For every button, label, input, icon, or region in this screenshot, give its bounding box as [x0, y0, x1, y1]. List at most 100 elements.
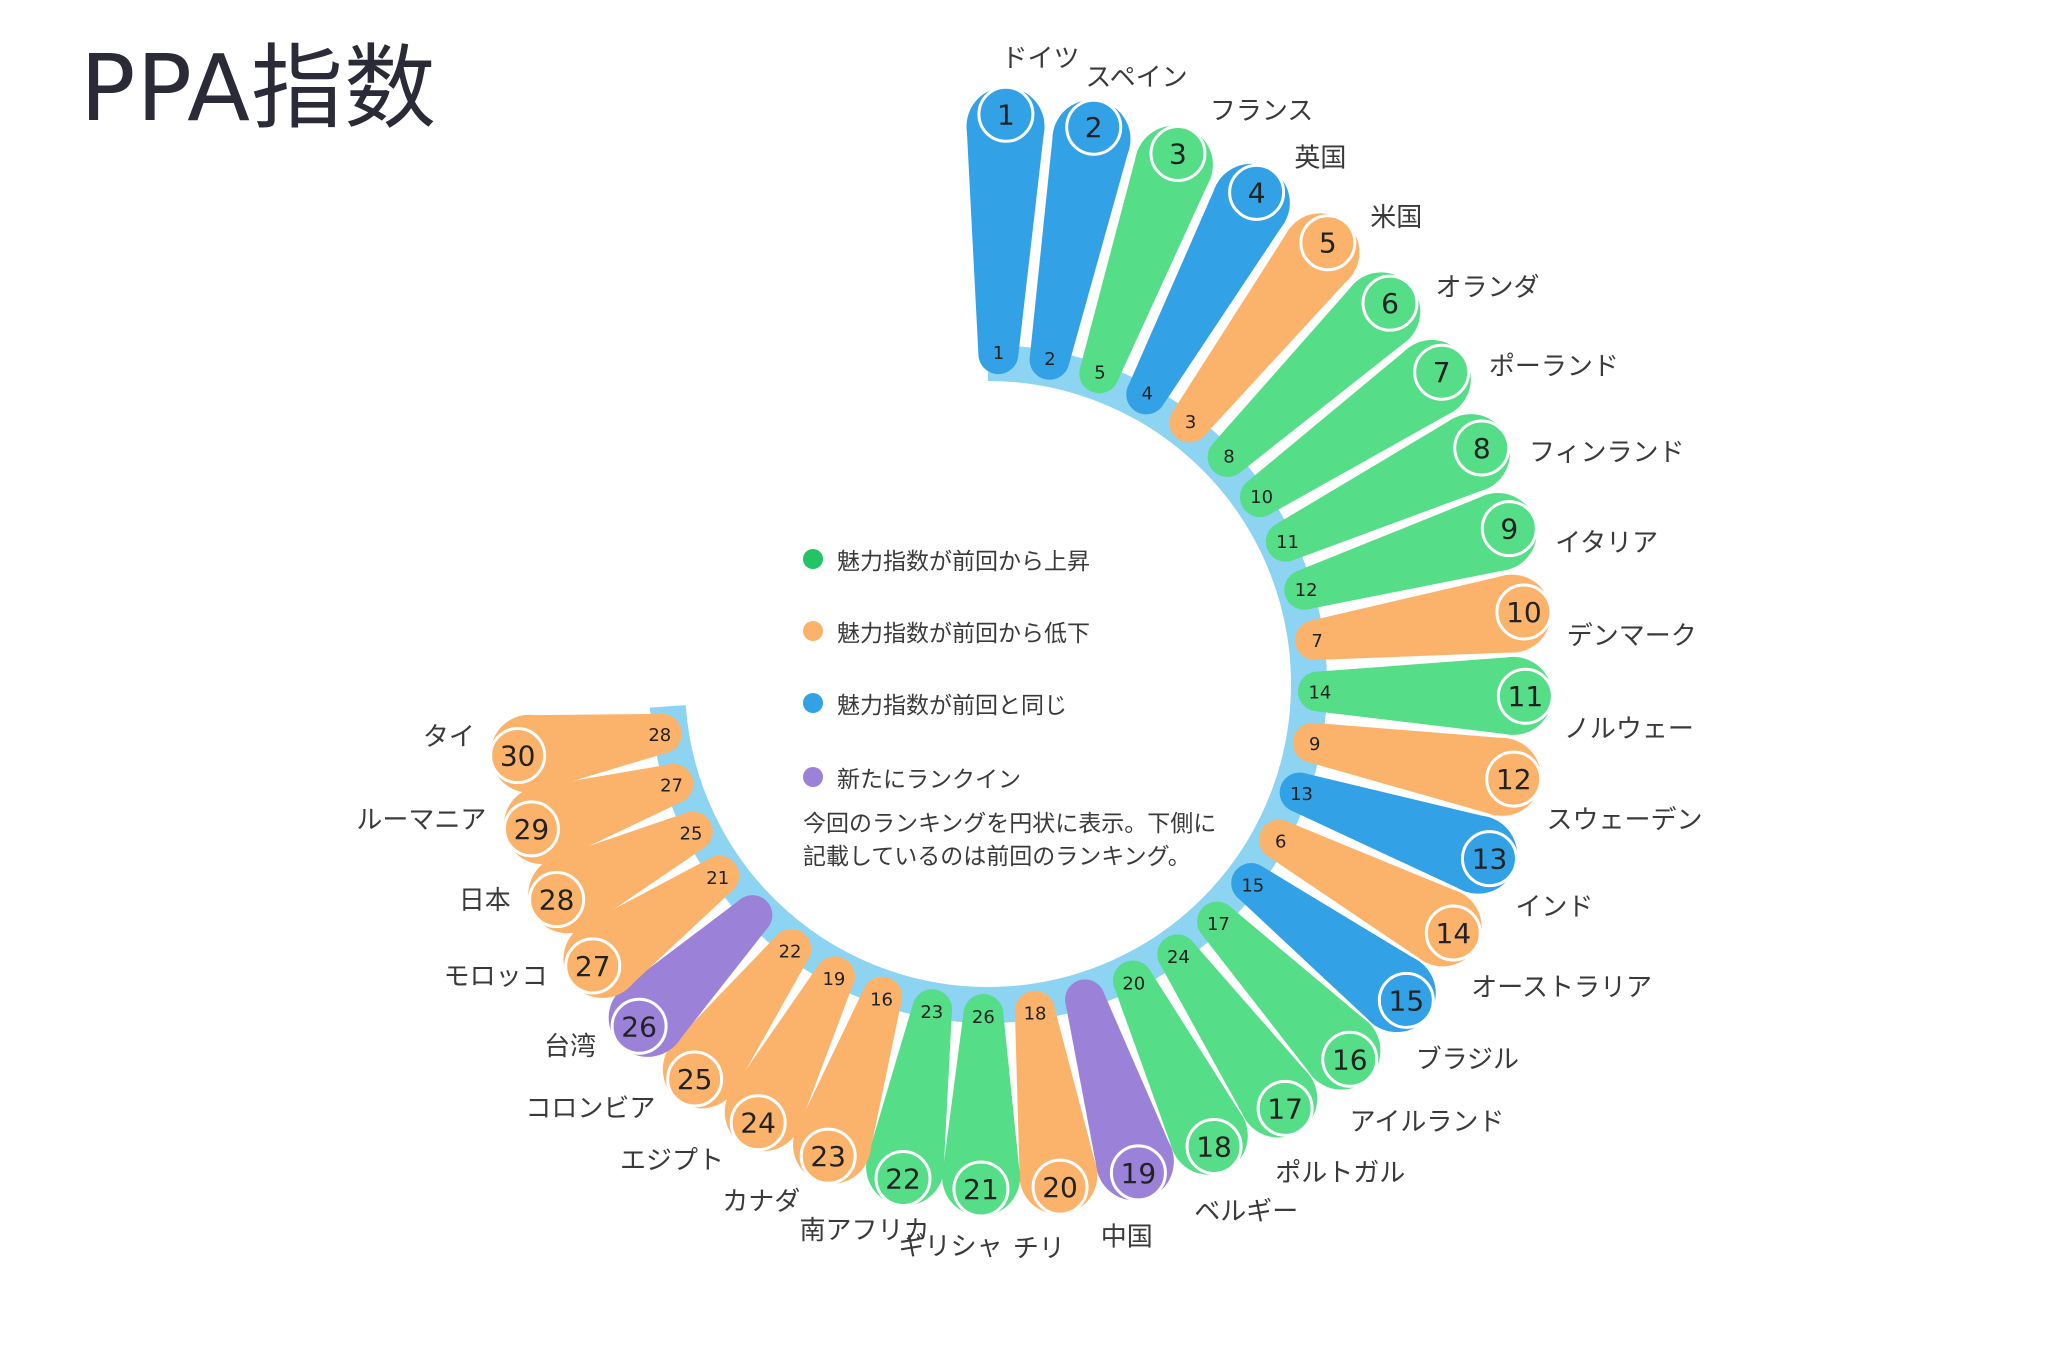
- bar-inner-cap: [1239, 477, 1280, 518]
- bar-inner-cap: [1197, 901, 1238, 942]
- bar-inner-cap: [1265, 521, 1306, 562]
- bar-inner-cap: [1112, 960, 1153, 1001]
- country-label: オランダ: [1436, 273, 1540, 303]
- previous-rank-label: 11: [1276, 532, 1299, 553]
- rank-label: 20: [1042, 1171, 1078, 1204]
- rank-circle: [799, 1127, 857, 1185]
- bar-inner-cap: [862, 976, 903, 1017]
- previous-rank-label: 27: [660, 775, 683, 796]
- previous-rank-label: 20: [1122, 973, 1145, 994]
- legend-dot-same: [803, 693, 823, 713]
- previous-rank-label: 16: [870, 989, 893, 1010]
- legend-dot-new: [803, 767, 823, 787]
- country-label: ポーランド: [1489, 352, 1619, 382]
- country-label: チリ: [1013, 1234, 1065, 1264]
- bar-20: 20 18 チリ: [1013, 990, 1098, 1264]
- country-label: 米国: [1370, 203, 1422, 233]
- rank-label: 24: [740, 1107, 776, 1140]
- note-line-1: 今回のランキングを円状に表示。下側に: [803, 811, 1217, 837]
- bar-inner-cap: [653, 763, 694, 804]
- previous-rank-label: 12: [1295, 580, 1318, 601]
- bar-body: [1312, 574, 1518, 660]
- country-label: デンマーク: [1567, 621, 1697, 651]
- rank-label: 21: [963, 1173, 999, 1206]
- rank-circle: [1065, 98, 1123, 156]
- bar-inner-cap: [1279, 772, 1320, 813]
- rank-circle: [528, 871, 586, 929]
- rank-label: 17: [1267, 1092, 1303, 1125]
- rank-circle: [1495, 583, 1553, 641]
- bar-body: [1317, 656, 1515, 735]
- legend-label-up: 魅力指数が前回から上昇: [837, 549, 1090, 575]
- country-label: イタリア: [1555, 528, 1658, 558]
- rank-circle: [1480, 500, 1538, 558]
- bar-inner-cap: [699, 855, 740, 896]
- rank-label: 9: [1500, 513, 1518, 546]
- bar-21: 21 26 ギリシャ: [899, 993, 1021, 1262]
- country-label: 台湾: [544, 1032, 596, 1062]
- previous-rank-label: 13: [1290, 784, 1313, 805]
- rank-label: 7: [1433, 356, 1451, 389]
- legend-dot-up: [803, 549, 823, 569]
- country-label: ノルウェー: [1564, 715, 1694, 745]
- rank-label: 11: [1508, 680, 1544, 713]
- country-label: モロッコ: [444, 962, 548, 992]
- previous-rank-label: 18: [1024, 1004, 1047, 1025]
- previous-rank-label: 6: [1275, 832, 1286, 853]
- country-label: ベルギー: [1194, 1197, 1298, 1227]
- rank-label: 15: [1389, 984, 1425, 1017]
- previous-rank-label: 8: [1223, 447, 1234, 468]
- bar-inner-cap: [1292, 722, 1333, 763]
- bar-body: [866, 1005, 952, 1174]
- legend-item-same: 魅力指数が前回と同じ: [803, 686, 1067, 720]
- previous-rank-label: 19: [822, 969, 845, 990]
- bar-inner-cap: [1157, 934, 1198, 975]
- rank-circle: [502, 800, 560, 858]
- previous-rank-label: 5: [1094, 362, 1105, 383]
- country-label: ブラジル: [1416, 1045, 1519, 1075]
- previous-rank-label: 23: [920, 1002, 943, 1023]
- rank-circle: [1185, 1117, 1243, 1175]
- rank-circle: [1149, 124, 1207, 182]
- bar-inner-cap: [1295, 620, 1336, 661]
- legend-dot-down: [803, 621, 823, 641]
- country-label: ギリシャ: [899, 1232, 1003, 1262]
- previous-rank-label: 22: [779, 942, 802, 963]
- previous-rank-label: 10: [1250, 487, 1273, 508]
- rank-circle: [1299, 214, 1357, 272]
- bar-inner-cap: [978, 334, 1019, 375]
- previous-rank-label: 14: [1308, 683, 1331, 704]
- bar-body: [1080, 151, 1211, 381]
- rank-circle: [1496, 667, 1554, 725]
- bar-body: [1298, 494, 1509, 609]
- country-label: スペイン: [1085, 63, 1187, 93]
- rank-label: 1: [997, 98, 1015, 131]
- legend-label-same: 魅力指数が前回と同じ: [837, 693, 1067, 719]
- previous-rank-label: 3: [1185, 412, 1196, 433]
- rank-label: 3: [1169, 137, 1187, 170]
- rank-circle: [1413, 343, 1471, 401]
- rank-circle: [952, 1160, 1010, 1218]
- bar-inner-cap: [672, 811, 713, 852]
- rank-circle: [610, 997, 668, 1055]
- rank-circle: [1460, 830, 1518, 888]
- country-label: 中国: [1101, 1222, 1153, 1252]
- rank-circle: [729, 1094, 787, 1152]
- previous-rank-label: 7: [1311, 631, 1322, 652]
- rank-circle: [1031, 1158, 1089, 1216]
- country-label: 英国: [1294, 144, 1346, 174]
- previous-rank-label: 26: [972, 1007, 995, 1028]
- rank-label: 13: [1472, 843, 1508, 876]
- rank-label: 26: [621, 1010, 657, 1043]
- rank-circle: [1228, 163, 1286, 221]
- bar-inner-cap: [1284, 569, 1325, 610]
